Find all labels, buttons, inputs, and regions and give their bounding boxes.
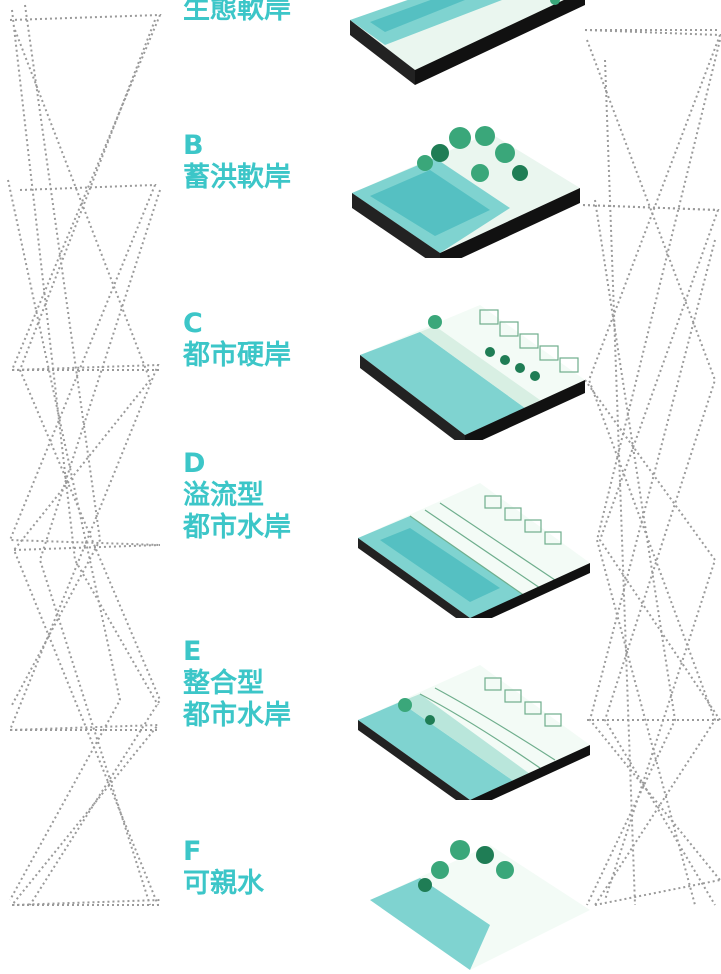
right-dotted-lattice — [582, 29, 721, 906]
section-c-label: C 都市硬岸 — [183, 308, 291, 372]
section-e-letter: E — [183, 636, 202, 667]
section-d-label: D 溢流型 都市水岸 — [183, 448, 291, 544]
section-c-letter: C — [183, 308, 203, 339]
section-d-illustration — [340, 478, 595, 628]
section-a-illustration — [340, 0, 595, 100]
section-f-letter: F — [183, 836, 202, 867]
section-b-title: 蓄洪軟岸 — [183, 162, 291, 193]
section-d-title-line1: 溢流型 — [183, 480, 264, 511]
left-dotted-lattice — [7, 4, 162, 907]
section-e-illustration — [340, 660, 595, 810]
section-a-label: 生態軟岸 — [183, 0, 291, 26]
section-a-title: 生態軟岸 — [183, 0, 291, 25]
section-e-title-line2: 都市水岸 — [183, 700, 291, 731]
section-c-title: 都市硬岸 — [183, 340, 291, 371]
section-e-label: E 整合型 都市水岸 — [183, 636, 291, 732]
section-e-title-line1: 整合型 — [183, 668, 264, 699]
section-d-letter: D — [183, 448, 206, 479]
section-b-letter: B — [183, 130, 204, 161]
section-c-illustration — [340, 300, 595, 448]
section-f-title: 可親水 — [183, 868, 264, 899]
section-b-illustration — [340, 118, 595, 268]
section-b-label: B 蓄洪軟岸 — [183, 130, 291, 194]
section-f-illustration — [340, 830, 595, 970]
section-d-title-line2: 都市水岸 — [183, 512, 291, 543]
section-f-label: F 可親水 — [183, 836, 264, 900]
